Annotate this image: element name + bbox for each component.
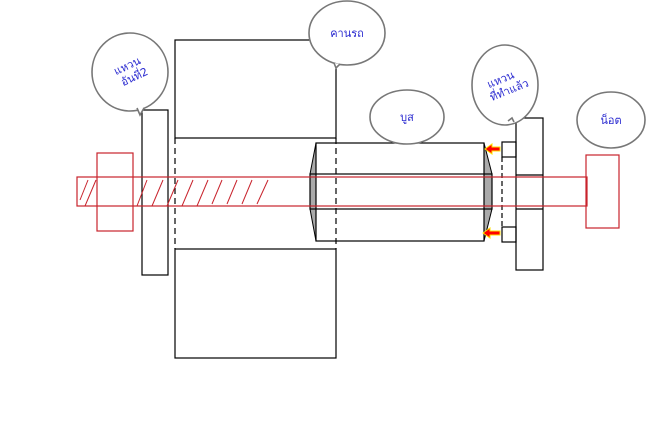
right-nut <box>585 154 620 229</box>
svg-text:น็อต: น็อต <box>600 113 621 127</box>
svg-text:คานรถ: คานรถ <box>330 27 364 40</box>
callout-nut: น็อต <box>576 91 646 149</box>
beam <box>174 39 337 359</box>
washer-2 <box>141 109 169 276</box>
callout-made-washer: แหวนที่ทำแล้ว <box>471 44 539 126</box>
left-nut <box>96 152 134 232</box>
callout-bush: บูส <box>369 89 445 145</box>
made-washer <box>501 117 544 271</box>
callout-beam: คานรถ <box>308 0 386 70</box>
bush <box>309 142 493 242</box>
bolt <box>76 152 588 232</box>
svg-text:บูส: บูส <box>400 111 414 124</box>
callout-washer-2: แหวนอันที่2 <box>91 32 169 117</box>
arrow-icon <box>482 143 501 239</box>
